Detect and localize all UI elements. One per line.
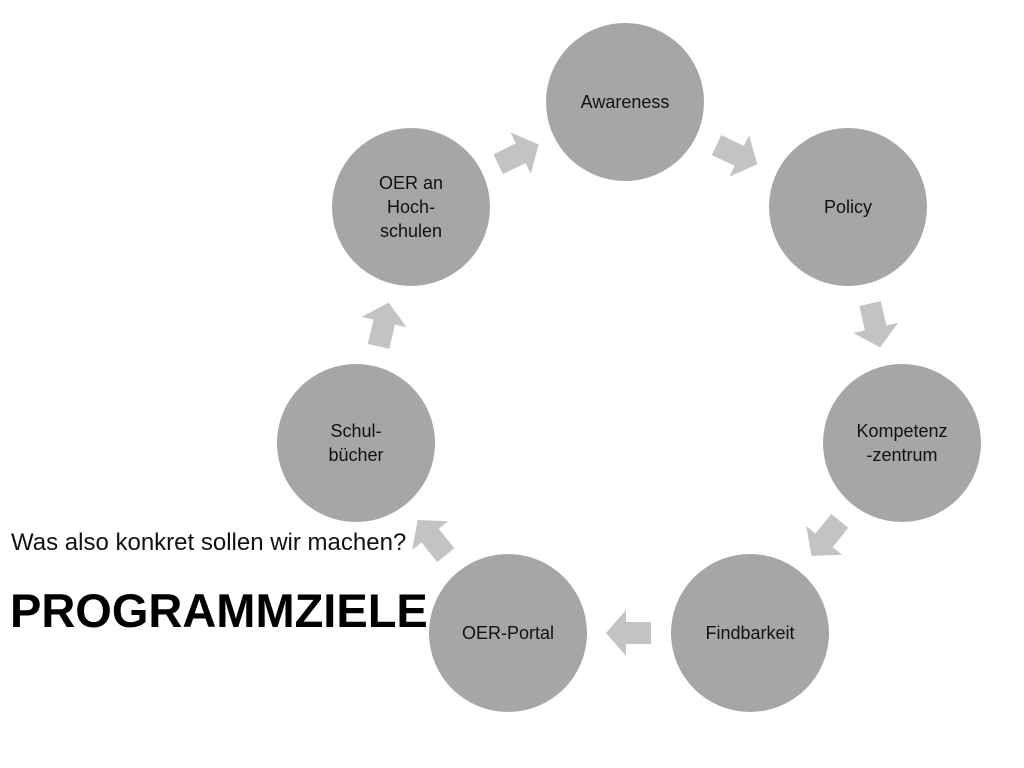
cycle-node-label: Schul- [330, 421, 381, 441]
cycle-node-label: OER-Portal [462, 623, 554, 643]
cycle-arrow [361, 302, 407, 349]
slide-subtitle: Was also konkret sollen wir machen? [11, 529, 407, 556]
slide-title: PROGRAMMZIELE [10, 584, 428, 637]
cycle-arrow [606, 610, 651, 656]
cycle-node-circle [823, 364, 981, 522]
cycle-arrow [493, 132, 539, 175]
cycle-node-circle [277, 364, 435, 522]
cycle-arrow [853, 301, 899, 348]
cycle-arrow [412, 520, 455, 563]
cycle-node-label: Hoch- [387, 197, 435, 217]
cycle-node-circle [769, 128, 927, 286]
cycle-node-label: bücher [328, 445, 383, 465]
cycle-node-policy: Policy [769, 128, 927, 286]
cycle-node-awareness: Awareness [546, 23, 704, 181]
cycle-node-circle [671, 554, 829, 712]
cycle-node-label: schulen [380, 221, 442, 241]
cycle-node-label: Policy [824, 197, 872, 217]
cycle-node-label: OER an [379, 173, 443, 193]
cycle-node-oer-portal: OER-Portal [429, 554, 587, 712]
cycle-node-circle [546, 23, 704, 181]
cycle-node-oer-an-hochschulen: OER an Hoch-schulen [332, 128, 490, 286]
cycle-node-label: Kompetenz [856, 421, 947, 441]
cycle-node-circle [332, 128, 490, 286]
cycle-node-kompetenzzentrum: Kompetenz -zentrum [823, 364, 981, 522]
cycle-arrow [711, 134, 758, 177]
cycle-node-findbarkeit: Findbarkeit [671, 554, 829, 712]
cycle-node-label: Awareness [581, 92, 670, 112]
cycle-node-label: -zentrum [866, 445, 937, 465]
cycle-arrow [806, 513, 849, 556]
cycle-node-label: Findbarkeit [705, 623, 794, 643]
cycle-node-circle [429, 554, 587, 712]
cycle-node-schulbuecher: Schul-bücher [277, 364, 435, 522]
